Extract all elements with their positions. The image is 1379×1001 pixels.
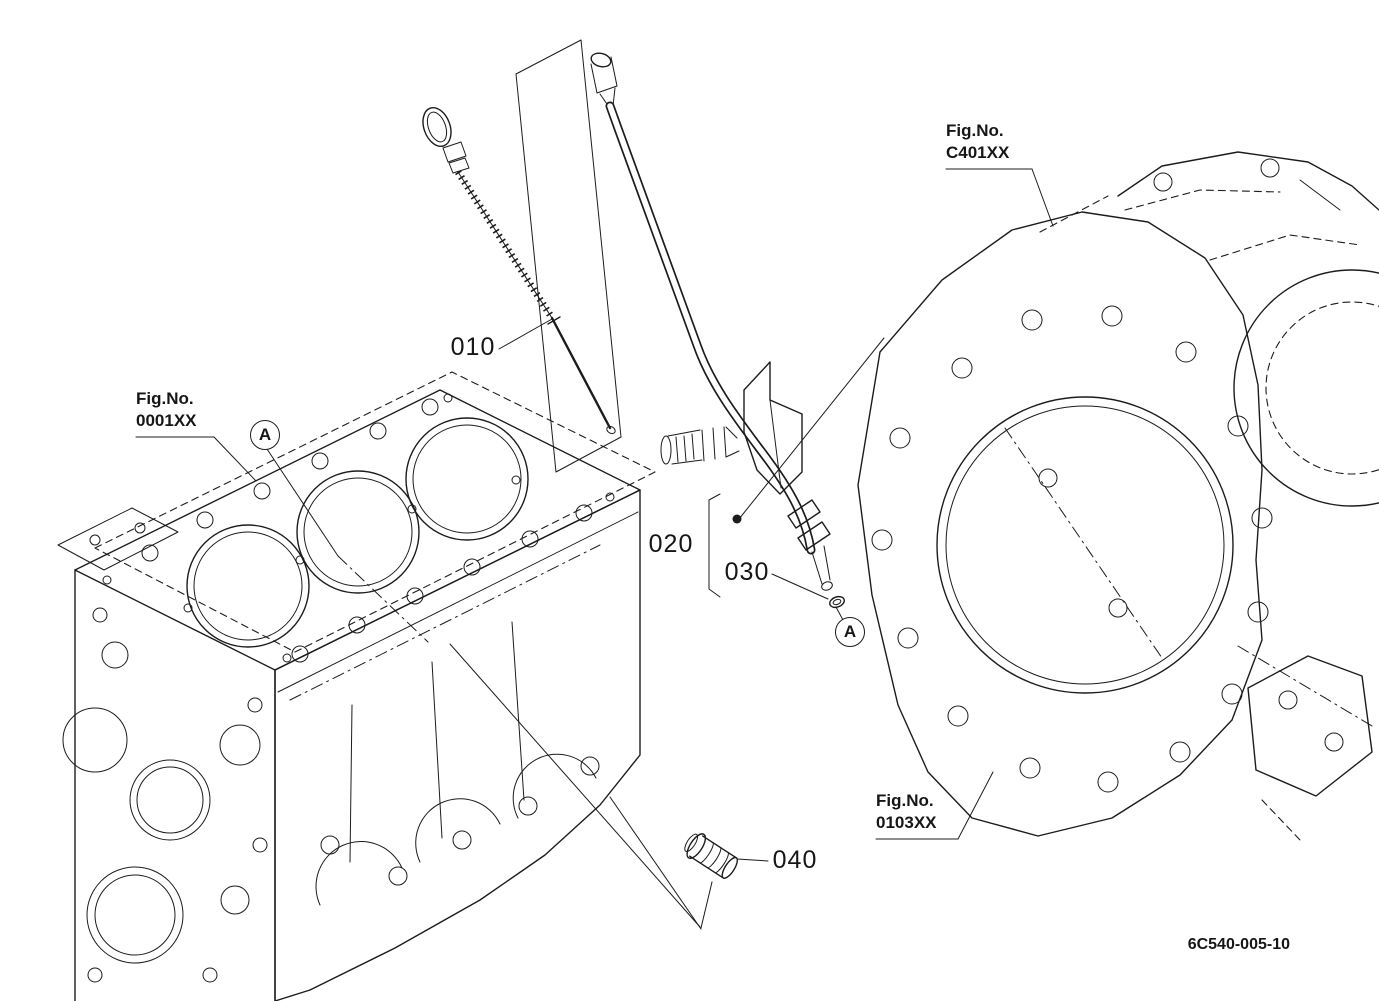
plug-drawing [684, 833, 739, 879]
fig-ref-c401xx: Fig.No. C401XX [946, 120, 1009, 164]
part-callout-040: 040 [772, 846, 818, 874]
fig-ref-line1: Fig.No. [876, 791, 934, 810]
cylinder-block-drawing [57, 371, 656, 1001]
o-ring-drawing [829, 595, 845, 609]
fig-ref-line1: Fig.No. [136, 389, 194, 408]
part-callout-010: 010 [450, 333, 496, 361]
dipstick-drawing [422, 39, 622, 473]
drawing-number: 6C540-005-10 [1187, 936, 1290, 953]
gear-case-drawing [1039, 151, 1379, 841]
fig-ref-0001xx: Fig.No. 0001XX [136, 388, 197, 432]
fig-ref-line1: Fig.No. [946, 121, 1004, 140]
detail-marker-a-left: A [250, 420, 280, 450]
leader-lines [135, 168, 1054, 930]
callout-bracket-020 [708, 493, 721, 598]
detail-marker-a-right: A [835, 617, 865, 647]
fig-ref-0103xx: Fig.No. 0103XX [876, 790, 937, 834]
fig-ref-line2: C401XX [946, 143, 1010, 162]
flywheel-housing-drawing [857, 211, 1273, 837]
gauge-guide-tube-drawing [590, 52, 833, 591]
fig-ref-line2: 0001XX [136, 411, 197, 430]
part-callout-020: 020 [648, 530, 694, 558]
fig-ref-line2: 0103XX [876, 813, 937, 832]
part-callout-030: 030 [724, 558, 770, 586]
